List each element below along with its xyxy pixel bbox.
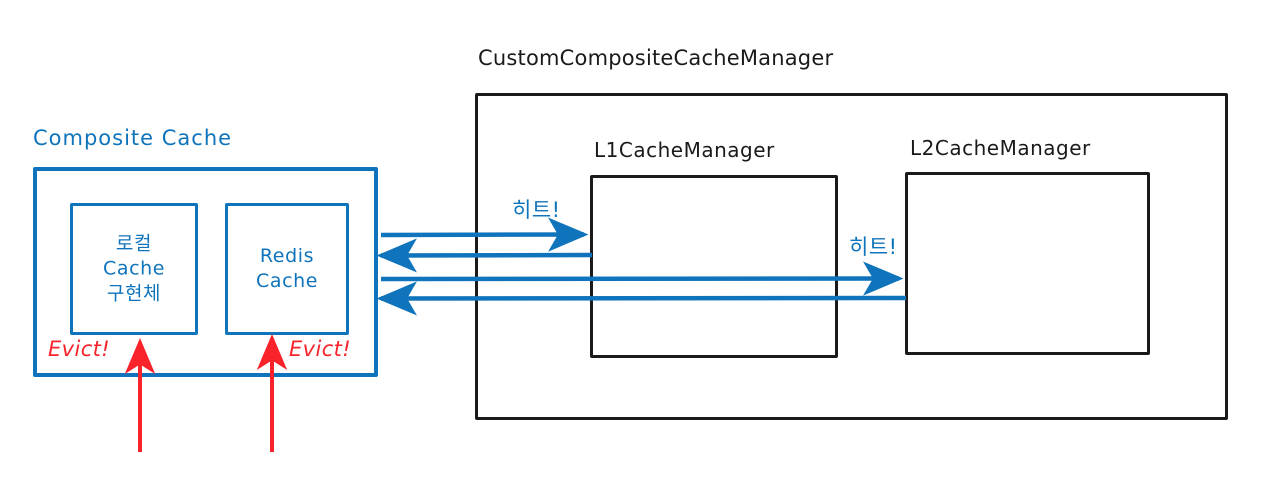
evict-label-redis: Evict! (289, 337, 352, 361)
custom-composite-cache-manager-title: CustomCompositeCacheManager (478, 46, 834, 70)
l1-cache-manager-title: L1CacheManager (594, 138, 775, 162)
redis-cache-label: Redis Cache (228, 244, 346, 294)
hit-label-l1: 히트! (512, 198, 561, 222)
l2-cache-manager-box (905, 172, 1150, 355)
local-cache-label-line-2: Cache (102, 257, 166, 280)
l1-cache-manager-box (590, 175, 838, 358)
redis-cache-label-line-2: Cache (255, 270, 319, 292)
l2-cache-manager-title: L2CacheManager (910, 136, 1091, 160)
local-cache-label-line-3: 구현체 (106, 282, 162, 305)
redis-cache-box: Redis Cache (225, 203, 349, 335)
local-cache-label-line-1: 로컬 (115, 232, 153, 255)
local-cache-box: 로컬 Cache 구현체 (70, 203, 198, 335)
composite-cache-box (33, 167, 378, 377)
composite-cache-title: Composite Cache (33, 126, 233, 150)
redis-cache-label-line-1: Redis (259, 244, 315, 267)
hit-label-l2: 히트! (849, 235, 898, 259)
evict-label-local: Evict! (48, 337, 111, 361)
local-cache-label: 로컬 Cache 구현체 (73, 231, 195, 306)
